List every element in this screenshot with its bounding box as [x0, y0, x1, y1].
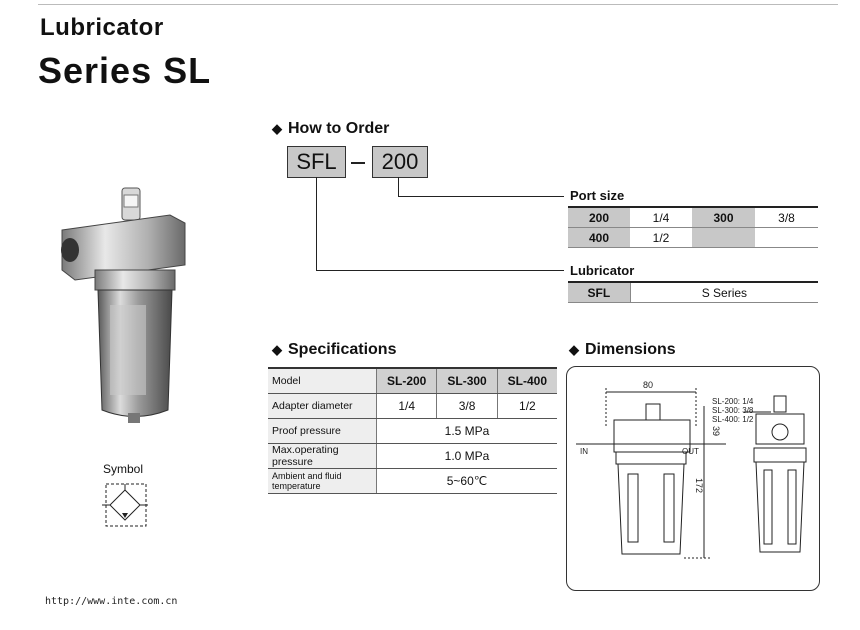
- port-size: 1/2: [630, 227, 692, 248]
- table-row: Proof pressure 1.5 MPa: [268, 418, 557, 444]
- dimensions-heading: ◆Dimensions: [569, 341, 676, 358]
- code-dash: [351, 162, 365, 164]
- order-code-port: 200: [372, 146, 428, 178]
- dim-note: SL-400: 1/2: [712, 415, 754, 424]
- spec-value: 1/2: [497, 393, 557, 419]
- leader-line: [398, 177, 399, 197]
- table-rule: [568, 206, 818, 208]
- leader-line: [316, 270, 564, 271]
- specifications-table: Model SL-200 SL-300 SL-400 Adapter diame…: [268, 367, 557, 494]
- spec-header-sl300: SL-300: [436, 368, 498, 394]
- page-subtitle: Lubricator: [40, 14, 164, 41]
- spec-label: Adapter diameter: [268, 393, 377, 419]
- spec-header-sl200: SL-200: [376, 368, 438, 394]
- page-title: Series SL: [38, 50, 212, 91]
- port-code: [692, 227, 755, 248]
- spec-value: 1/4: [376, 393, 438, 419]
- port-code: 200: [568, 208, 630, 228]
- port-code: 300: [692, 208, 755, 228]
- leader-line: [398, 196, 564, 197]
- port-size: 3/8: [755, 208, 818, 228]
- table-row: Ambient and fluid temperature 5~60℃: [268, 468, 557, 494]
- dimensions-drawing-frame: [566, 366, 820, 591]
- specifications-heading: ◆Specifications: [272, 341, 397, 358]
- footer-url[interactable]: http://www.inte.com.cn: [45, 596, 178, 607]
- lubricator-label: Lubricator: [570, 263, 635, 278]
- spec-value: 5~60℃: [376, 468, 557, 494]
- product-photo: [61, 187, 186, 423]
- table-row: Adapter diameter 1/4 3/8 1/2: [268, 393, 557, 419]
- dim-out-label: OUT: [682, 447, 699, 456]
- port-code: 400: [568, 227, 630, 248]
- leader-line: [316, 177, 317, 271]
- spec-header-model: Model: [268, 368, 377, 394]
- spec-header-sl400: SL-400: [497, 368, 557, 394]
- dim-note: SL-300: 3/8: [712, 406, 754, 415]
- port-size-label: Port size: [570, 188, 625, 203]
- table-row: SFL S Series: [568, 283, 818, 303]
- symbol-label: Symbol: [103, 462, 144, 476]
- lubricator-code: SFL: [568, 283, 631, 303]
- spec-value: 1.5 MPa: [376, 418, 557, 444]
- dimensions-drawing: 80 39 172 IN OUT SL-200: 1/4 SL-300: 3/8…: [576, 380, 807, 559]
- spec-label: Proof pressure: [268, 418, 377, 444]
- dim-in-label: IN: [580, 447, 588, 456]
- spec-value: 3/8: [436, 393, 498, 419]
- port-size: [755, 227, 818, 248]
- lubricator-desc: S Series: [629, 283, 818, 303]
- lubricator-symbol-icon: [102, 483, 148, 527]
- top-rule: [38, 4, 838, 5]
- lubricator-table: SFL S Series: [568, 283, 818, 303]
- spec-label: Ambient and fluid temperature: [268, 468, 377, 494]
- dim-width: 80: [643, 380, 653, 390]
- table-row: Max.operating pressure 1.0 MPa: [268, 443, 557, 469]
- spec-value: 1.0 MPa: [376, 443, 557, 469]
- order-code-series: SFL: [287, 146, 346, 178]
- how-to-order-heading: ◆How to Order: [272, 120, 390, 137]
- table-rule: [568, 281, 818, 283]
- port-size: 1/4: [630, 208, 692, 228]
- dim-height-total: 172: [694, 478, 704, 493]
- dim-note: SL-200: 1/4: [712, 397, 754, 406]
- port-size-table: 200 1/4 300 3/8 400 1/2: [568, 208, 818, 248]
- spec-label: Max.operating pressure: [268, 443, 377, 469]
- dim-height-top: 39: [711, 426, 721, 436]
- table-row: 400 1/2: [568, 227, 818, 248]
- table-row: 200 1/4 300 3/8: [568, 208, 818, 228]
- table-row: Model SL-200 SL-300 SL-400: [268, 368, 557, 394]
